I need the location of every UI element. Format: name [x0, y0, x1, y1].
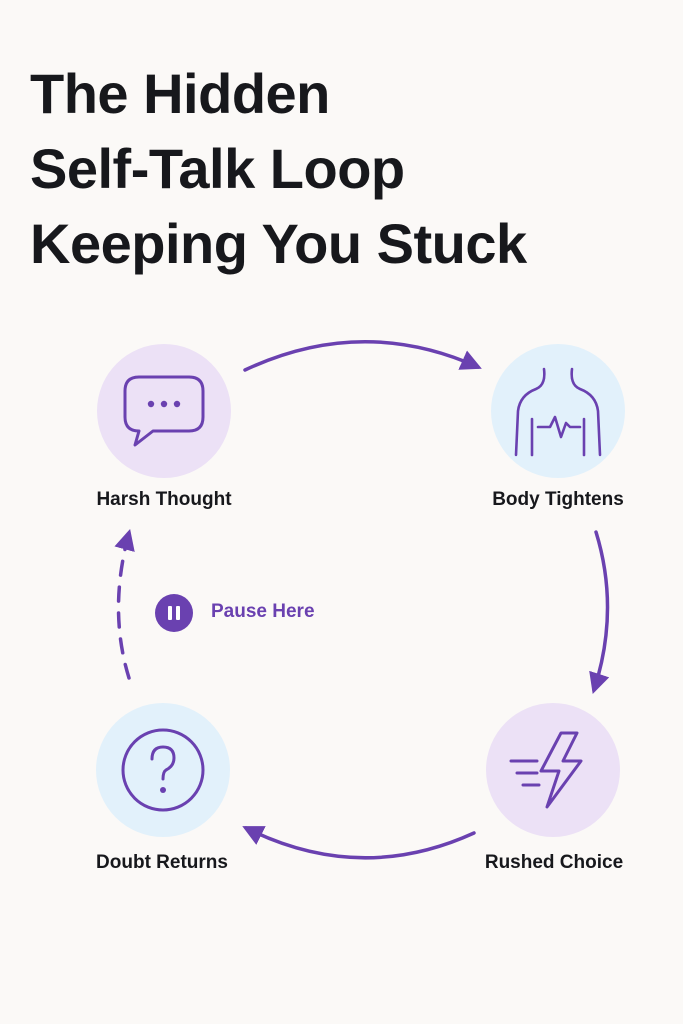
rushed-choice-node — [486, 703, 620, 837]
title-line-1: The Hidden — [30, 62, 330, 125]
pause-icon — [168, 606, 180, 620]
body-tightens-node — [491, 344, 625, 478]
question-mark-icon — [121, 728, 205, 812]
arrow-harsh-to-body — [243, 340, 482, 372]
pause-label: Pause Here — [211, 601, 315, 622]
doubt-returns-node — [96, 703, 230, 837]
arrow-body-to-rushed — [589, 530, 610, 694]
speech-bubble-icon — [123, 375, 205, 447]
rushed-choice-label: Rushed Choice — [484, 852, 624, 873]
torso-heartbeat-icon — [514, 367, 602, 457]
title-line-2: Self-Talk Loop — [30, 137, 405, 200]
body-tightens-label: Body Tightens — [492, 489, 624, 510]
lightning-bolt-icon — [509, 731, 583, 809]
pause-button[interactable] — [155, 594, 193, 632]
arrow-rushed-to-doubt — [242, 826, 476, 860]
harsh-thought-node — [97, 344, 231, 478]
harsh-thought-label: Harsh Thought — [96, 489, 232, 510]
title-line-3: Keeping You Stuck — [30, 212, 527, 275]
doubt-returns-label: Doubt Returns — [96, 852, 228, 873]
arrow-doubt-to-harsh-dashed — [114, 528, 135, 680]
page-title: The Hidden Self-Talk Loop Keeping You St… — [30, 56, 660, 281]
